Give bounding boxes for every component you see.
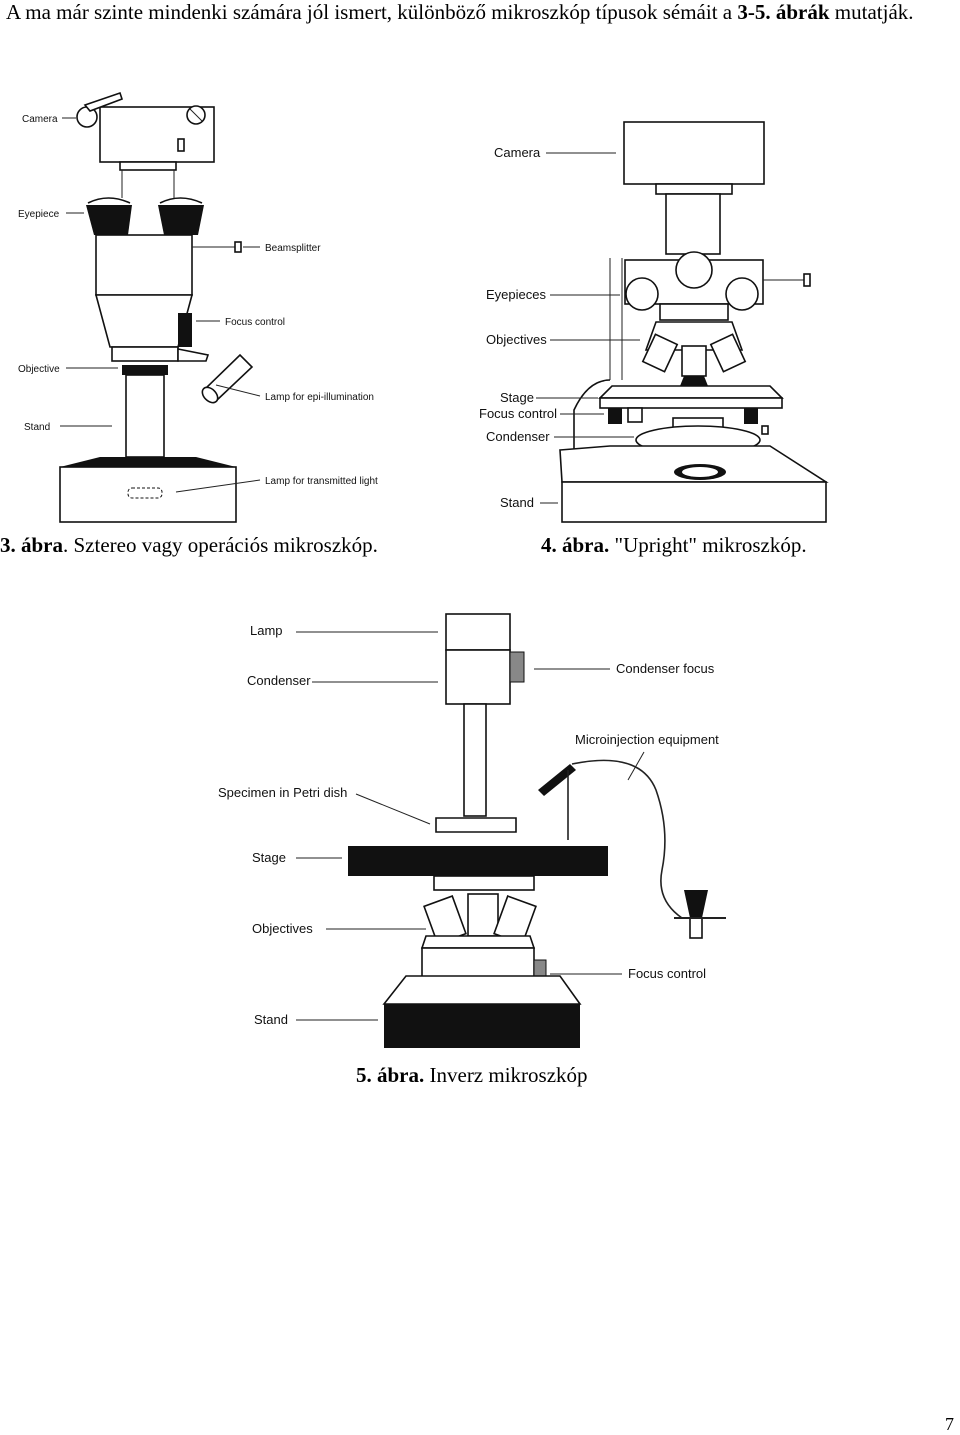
fig5-label-condenser-focus: Condenser focus	[616, 661, 715, 676]
fig4-objective-3	[709, 333, 747, 373]
fig4-label-condenser: Condenser	[486, 429, 550, 444]
fig3-caption-number: 3. ábra	[0, 533, 63, 557]
fig4-focus-knob-right	[744, 408, 758, 424]
fig3-caption: 3. ábra. Sztereo vagy operációs mikroszk…	[0, 533, 378, 557]
fig5-label-lamp: Lamp	[250, 623, 283, 638]
fig4-base-top	[559, 445, 829, 483]
intro-text-end: mutatják.	[829, 0, 914, 24]
fig4-label-objectives: Objectives	[486, 332, 547, 347]
intro-text: A ma már szinte mindenki számára jól ism…	[6, 0, 738, 24]
fig5-condenser	[445, 649, 511, 705]
fig3-label-eyepiece: Eyepiece	[18, 209, 60, 220]
fig3-stand-base	[59, 466, 237, 523]
fig4-label-stand: Stand	[500, 495, 534, 510]
fig5-condenser-focus-knob	[509, 651, 525, 683]
fig3-label-beamsplitter: Beamsplitter	[265, 243, 321, 254]
fig4-label-camera: Camera	[494, 145, 541, 160]
fig4-stage	[599, 397, 783, 409]
page-number: 7	[945, 1414, 954, 1434]
fig3-stand-pillar	[125, 374, 165, 458]
fig3-focus-knob	[178, 313, 192, 347]
fig4-camera-tube	[665, 193, 721, 255]
fig5-caption: 5. ábra. Inverz mikroszkóp	[356, 1063, 588, 1087]
fig3-eyepiece-left	[86, 205, 132, 235]
fig5-petri-dish	[435, 817, 517, 833]
fig3-label-lamp-transmitted: Lamp for transmitted light	[265, 476, 378, 487]
fig5-label-microinjection: Microinjection equipment	[575, 732, 719, 747]
fig5-injector	[684, 890, 708, 918]
fig4-objective-1	[641, 333, 679, 373]
fig4-label-eyepieces: Eyepieces	[486, 287, 546, 302]
fig3-label-objective: Objective	[18, 364, 60, 375]
fig5-lamp	[445, 613, 511, 651]
fig3-objective	[122, 365, 168, 375]
fig5-label-specimen: Specimen in Petri dish	[218, 785, 347, 800]
fig5-label-stage: Stage	[252, 850, 286, 865]
figure4-upright-microscope: Camera Eyepieces Objectives Stage Focus …	[479, 121, 829, 523]
fig5-column	[463, 703, 487, 817]
fig4-caption-number: 4. ábra.	[541, 533, 610, 557]
fig5-stage	[348, 846, 608, 876]
fig5-stand	[384, 1004, 580, 1048]
fig3-focus-housing	[94, 294, 194, 348]
fig3-label-lamp-epi: Lamp for epi-illumination	[265, 392, 374, 403]
fig4-stage-top	[598, 385, 784, 399]
intro-paragraph: A ma már szinte mindenki számára jól ism…	[6, 0, 946, 25]
fig4-camera-body	[623, 121, 765, 185]
fig4-focus-knob-left	[608, 408, 622, 424]
fig3-label-camera: Camera	[22, 114, 58, 125]
fig5-label-stand: Stand	[254, 1012, 288, 1027]
fig3-caption-text: . Sztereo vagy operációs mikroszkóp.	[63, 533, 378, 557]
fig4-objective-2	[681, 345, 707, 377]
fig4-caption: 4. ábra. "Upright" mikroszkóp.	[541, 533, 807, 557]
fig4-caption-text: "Upright" mikroszkóp.	[609, 533, 807, 557]
figure3-stereo-microscope: Camera Eyepiece Beamsplitter Focus contr…	[18, 91, 378, 523]
fig3-camera-lever	[83, 91, 124, 112]
fig3-eyepiece-right	[158, 205, 204, 235]
fig4-label-stage: Stage	[500, 390, 534, 405]
fig3-label-stand: Stand	[24, 422, 50, 433]
fig4-stand-base	[561, 481, 827, 523]
fig5-label-focus-control: Focus control	[628, 966, 706, 981]
fig3-beamsplitter-body	[95, 234, 193, 296]
fig5-label-condenser: Condenser	[247, 673, 311, 688]
fig5-micromanipulator	[538, 764, 576, 796]
fig3-transmitted-lamp	[127, 487, 163, 499]
fig3-label-focus-control: Focus control	[225, 317, 285, 328]
fig4-label-focus-control: Focus control	[479, 406, 557, 421]
fig5-caption-text: Inverz mikroszkóp	[424, 1063, 588, 1087]
fig5-injection-tube	[571, 759, 683, 919]
fig5-caption-number: 5. ábra.	[356, 1063, 425, 1087]
figure5-inverted-microscope: Lamp Condenser Condenser focus Microinje…	[218, 613, 726, 1048]
fig5-objective-2	[467, 893, 499, 937]
intro-figure-ref: 3-5. ábrák	[737, 0, 830, 24]
fig5-label-objectives: Objectives	[252, 921, 313, 936]
